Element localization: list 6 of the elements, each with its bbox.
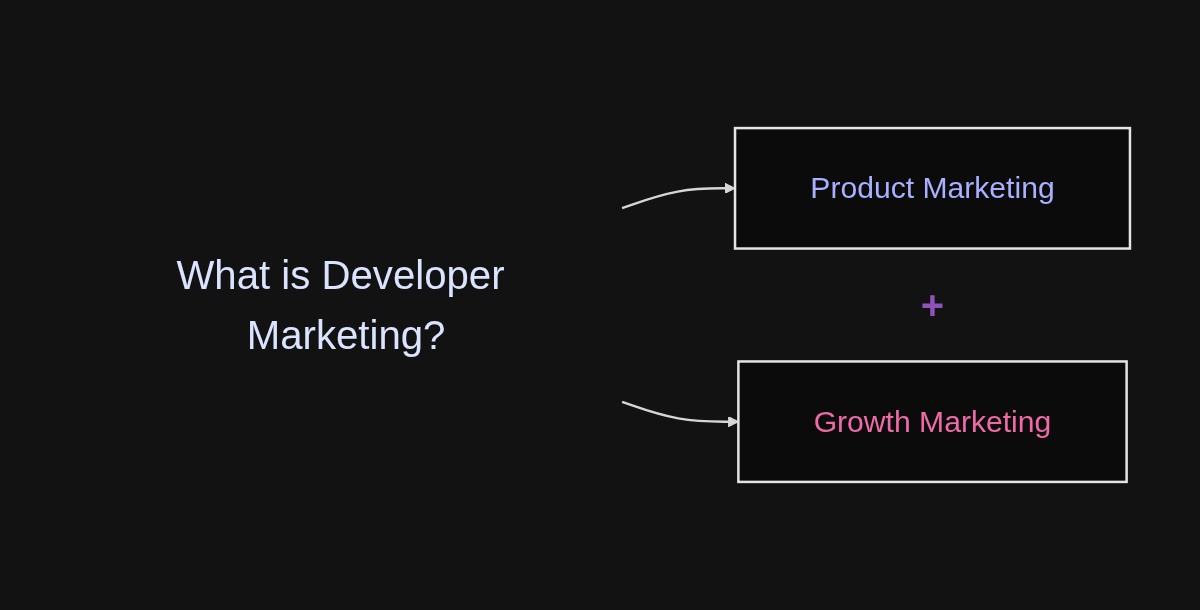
plus-sign: + [920, 285, 945, 325]
process-box: Growth Marketing [737, 360, 1128, 484]
arrow [621, 400, 739, 428]
arrow [621, 182, 736, 210]
question-text: What is Developer Marketing? [176, 252, 505, 358]
process-box: Product Marketing [733, 126, 1132, 250]
